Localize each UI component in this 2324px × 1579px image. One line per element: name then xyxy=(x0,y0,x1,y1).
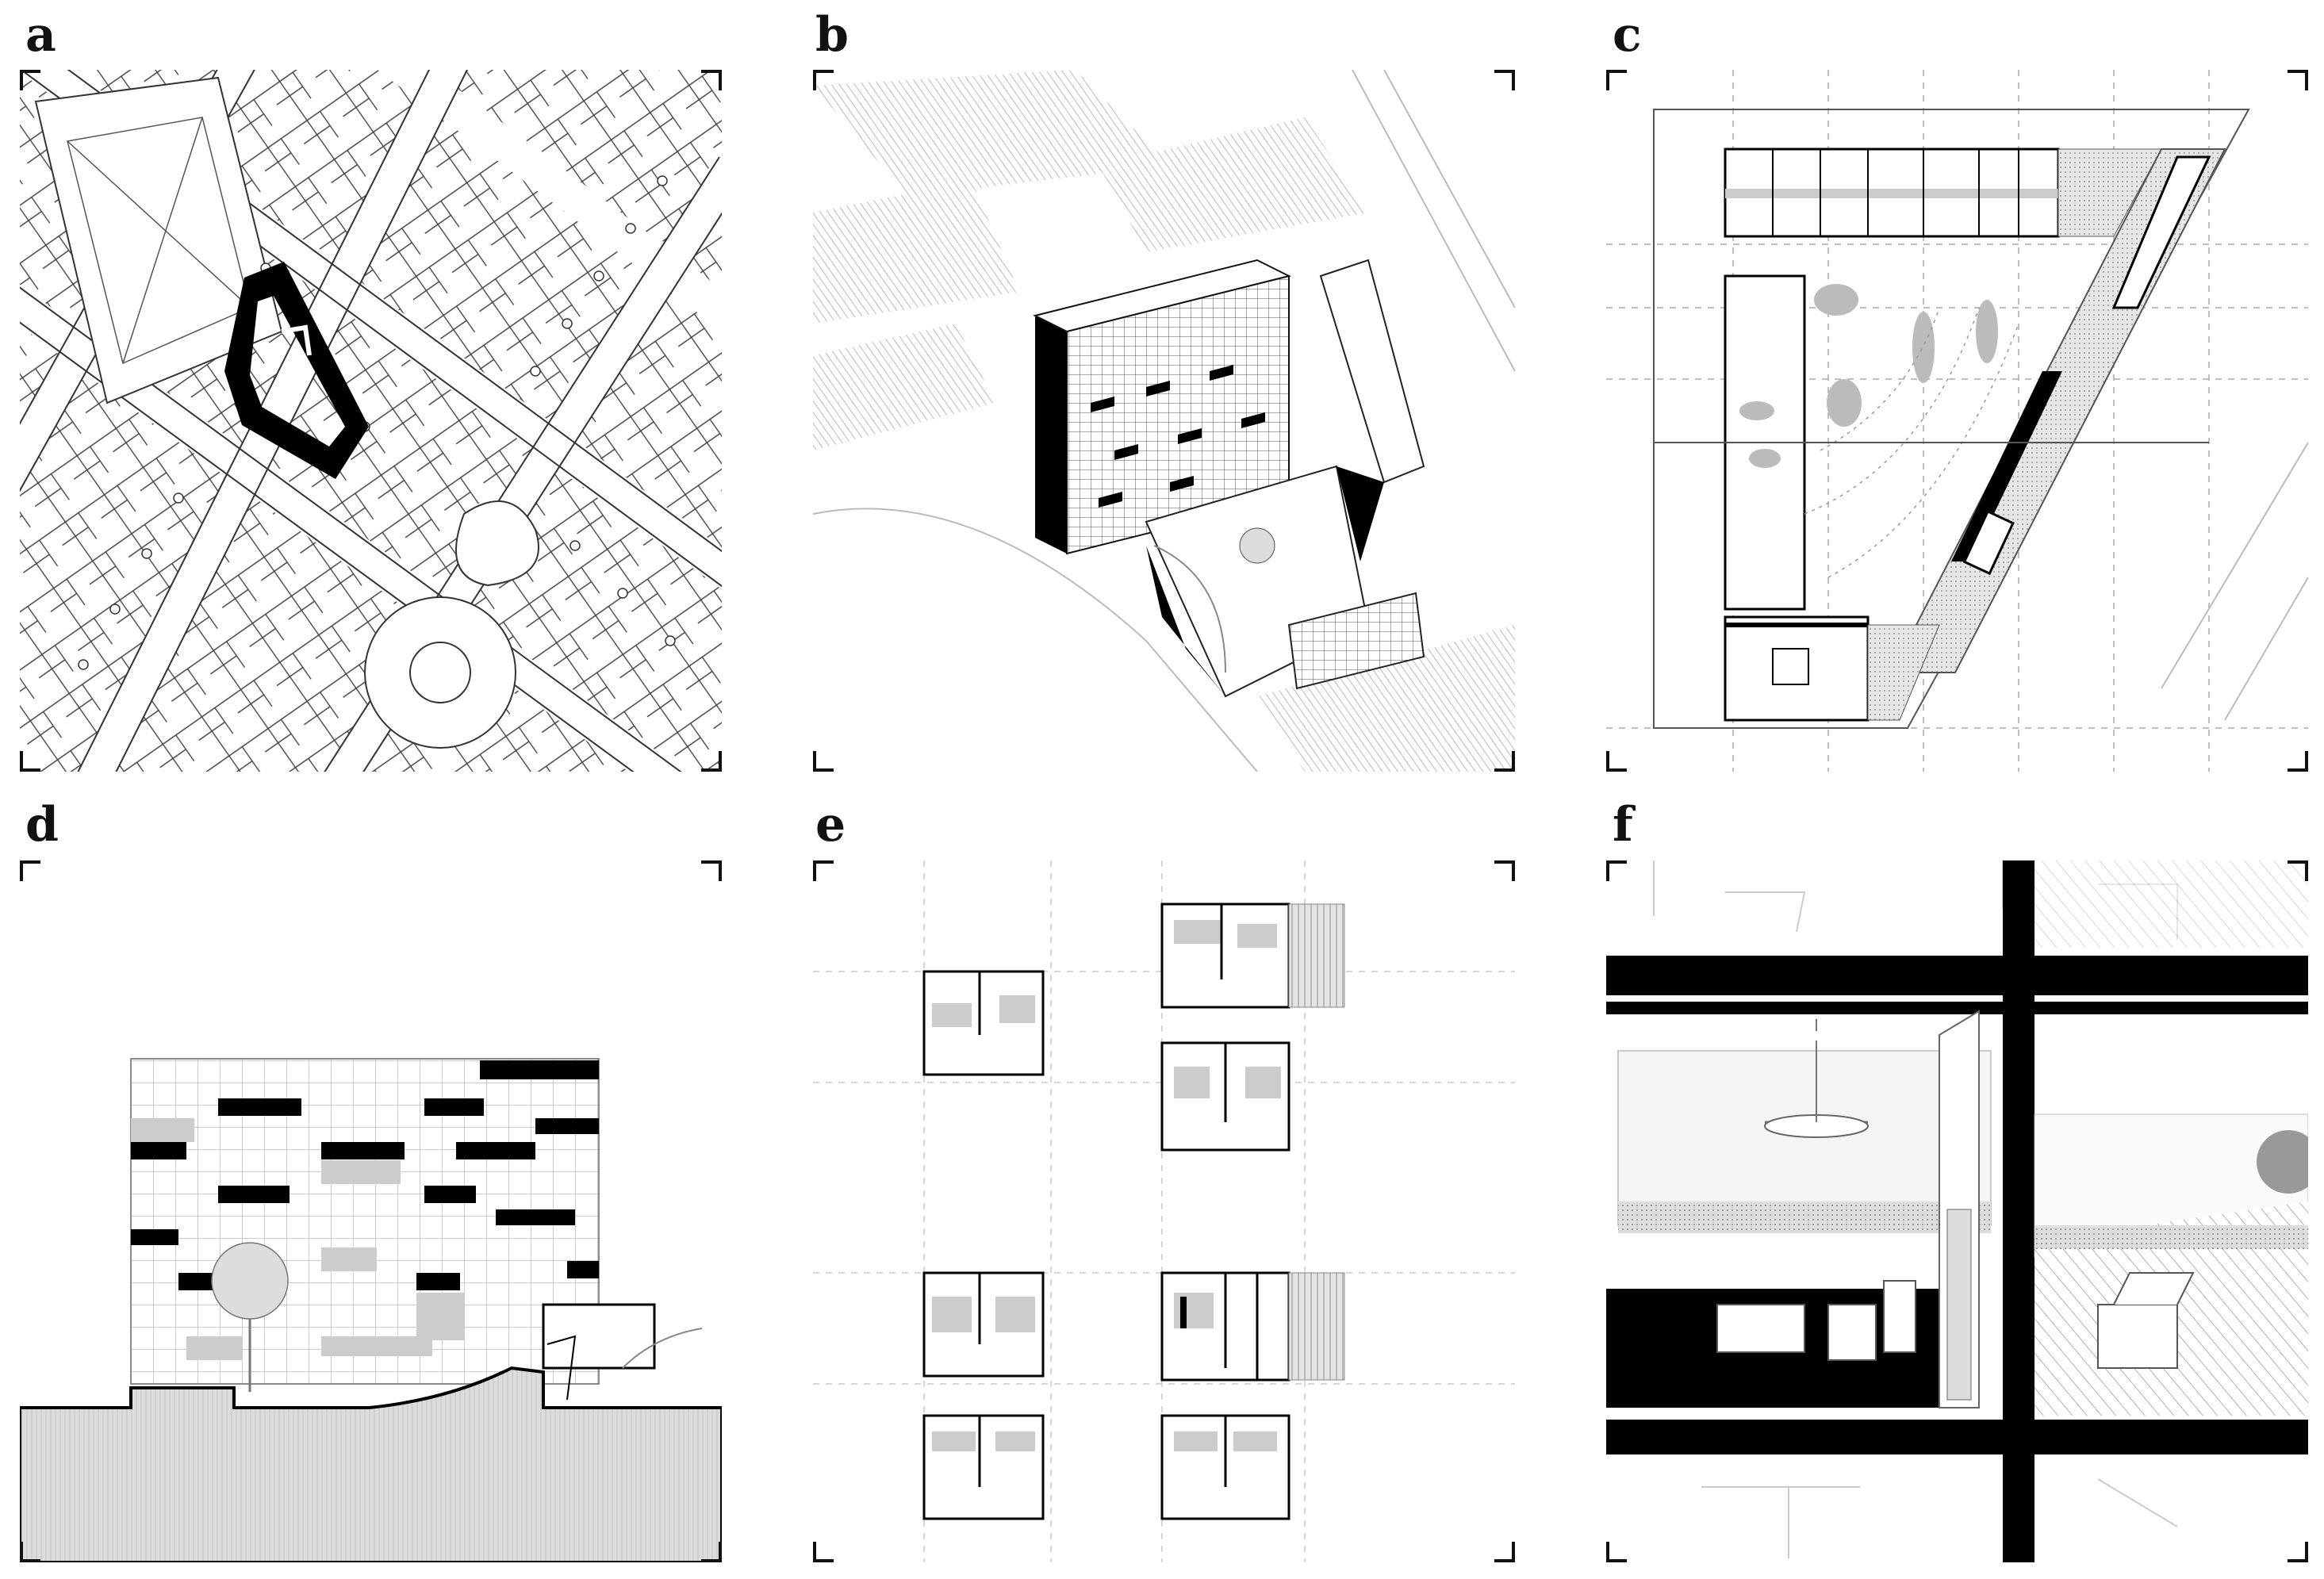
panel-e-unit-plans xyxy=(813,860,1515,1562)
panel-label-e: e xyxy=(815,797,846,853)
panel-b-axonometric xyxy=(813,70,1515,772)
panel-label-f: f xyxy=(1613,797,1633,853)
project-footprint xyxy=(224,262,369,479)
panel-f-interior-section xyxy=(1606,860,2308,1562)
interior-section-drawing xyxy=(1606,860,2308,1562)
panel-label-c: c xyxy=(1613,7,1642,63)
elevation-drawing xyxy=(20,1058,722,1562)
panel-label-a: a xyxy=(25,7,56,63)
ground-plan-drawing xyxy=(1606,70,2308,772)
panel-label-d: d xyxy=(25,797,59,853)
panel-a-site-plan xyxy=(20,70,722,772)
panel-c-ground-plan xyxy=(1606,70,2308,772)
site-plan-drawing xyxy=(20,70,722,772)
panel-d-elevation xyxy=(20,860,722,1562)
axonometric-drawing xyxy=(813,70,1515,772)
panel-label-b: b xyxy=(815,7,849,63)
unit-plans-drawing xyxy=(813,860,1515,1562)
